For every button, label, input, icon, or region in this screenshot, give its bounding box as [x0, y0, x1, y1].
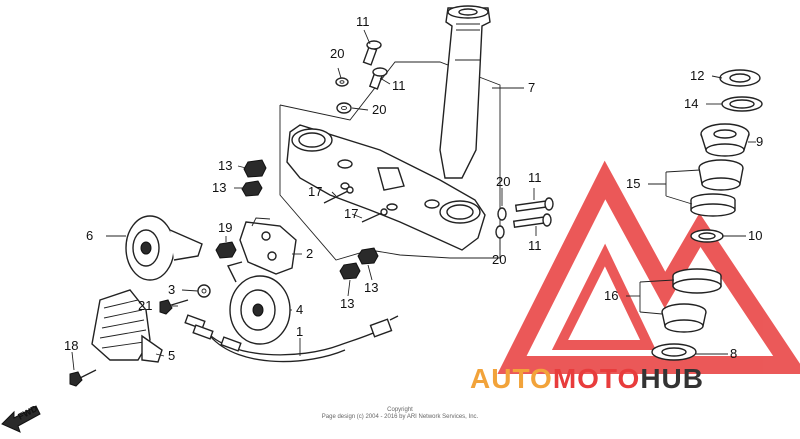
bolt-11-right-a — [514, 197, 554, 212]
callout-20-d: 20 — [492, 252, 506, 267]
callout-20-c: 20 — [496, 174, 510, 189]
nut-13-b — [241, 180, 263, 197]
callout-1: 1 — [296, 324, 303, 339]
bolt-11-right-b — [512, 213, 552, 228]
seal-10 — [690, 229, 724, 243]
callout-19: 19 — [218, 220, 232, 235]
steering-stem — [439, 5, 491, 179]
callout-13-a: 13 — [218, 158, 232, 173]
watermark-moto: MOTO — [553, 363, 640, 394]
watermark-hub: HUB — [640, 363, 704, 394]
copyright: Copyright Page design (c) 2004 - 2016 by… — [322, 407, 479, 420]
bolt-18 — [69, 369, 97, 387]
callout-13-b: 13 — [212, 180, 226, 195]
callout-15: 15 — [626, 176, 640, 191]
callout-13-d: 13 — [364, 280, 378, 295]
cone-race-9 — [700, 123, 750, 157]
bolt-21 — [159, 299, 189, 315]
callout-11-c: 11 — [528, 170, 542, 185]
copyright-line-2: Page design (c) 2004 - 2016 by ARI Netwo… — [322, 414, 479, 420]
watermark-auto: AUTO — [470, 363, 553, 394]
nut-13-d — [357, 247, 379, 265]
callout-4: 4 — [296, 302, 303, 317]
washer-20-right-a — [497, 207, 507, 221]
callout-6: 6 — [86, 228, 93, 243]
callout-18: 18 — [64, 338, 78, 353]
callout-20-b: 20 — [372, 102, 386, 117]
bottom-bridge — [286, 124, 486, 251]
pin-17-b — [361, 208, 388, 223]
callout-labels: 1 2 3 4 5 6 7 8 9 10 11 11 11 11 12 13 1… — [64, 14, 763, 363]
callout-7: 7 — [528, 80, 535, 95]
copyright-line-1: Copyright — [387, 407, 413, 413]
callout-13-c: 13 — [340, 296, 354, 311]
callout-3: 3 — [168, 282, 175, 297]
regulator-5 — [91, 289, 163, 363]
bracket-2 — [239, 217, 297, 275]
callout-21: 21 — [138, 298, 152, 313]
svg-text:AUTOMOTOHUB: AUTOMOTOHUB — [470, 363, 704, 394]
callout-14: 14 — [684, 96, 698, 111]
dust-seal-8 — [651, 343, 697, 361]
nut-13-a — [243, 159, 267, 178]
nut-13-c — [339, 262, 361, 280]
washer-14 — [721, 96, 763, 112]
race-15-upper — [690, 193, 736, 217]
washer-20-right-b — [495, 225, 505, 239]
callout-2: 2 — [306, 246, 313, 261]
callout-12: 12 — [690, 68, 704, 83]
horn-6 — [125, 215, 203, 281]
callout-9: 9 — [756, 134, 763, 149]
callout-11-d: 11 — [528, 238, 542, 253]
pin-17-a — [323, 186, 354, 204]
watermark-text: AUTOMOTOHUB — [470, 363, 704, 394]
locknut-12 — [719, 69, 761, 87]
wire-harness-1 — [184, 314, 399, 363]
callout-20-a: 20 — [330, 46, 344, 61]
callout-17-b: 17 — [344, 206, 358, 221]
callout-5: 5 — [168, 348, 175, 363]
callout-10: 10 — [748, 228, 762, 243]
callout-11-a: 11 — [356, 14, 370, 29]
nut-19 — [215, 241, 237, 259]
callout-8: 8 — [730, 346, 737, 361]
bearing-15-upper — [698, 159, 744, 191]
race-16-lower — [672, 268, 722, 294]
washer-20-top-b — [336, 102, 352, 114]
bearing-16-lower — [661, 303, 707, 333]
washer-3 — [197, 284, 211, 298]
callout-11-b: 11 — [392, 78, 406, 93]
callout-17-a: 17 — [308, 184, 322, 199]
washer-20-top-a — [335, 77, 349, 87]
fwd-arrow: FWD — [1, 403, 41, 433]
bolt-11-top-a — [362, 40, 382, 66]
horn-4 — [226, 261, 291, 345]
callout-16: 16 — [604, 288, 618, 303]
watermark-logo — [497, 160, 800, 374]
leader-lines — [71, 29, 756, 371]
bolt-11-top-b — [368, 67, 388, 90]
